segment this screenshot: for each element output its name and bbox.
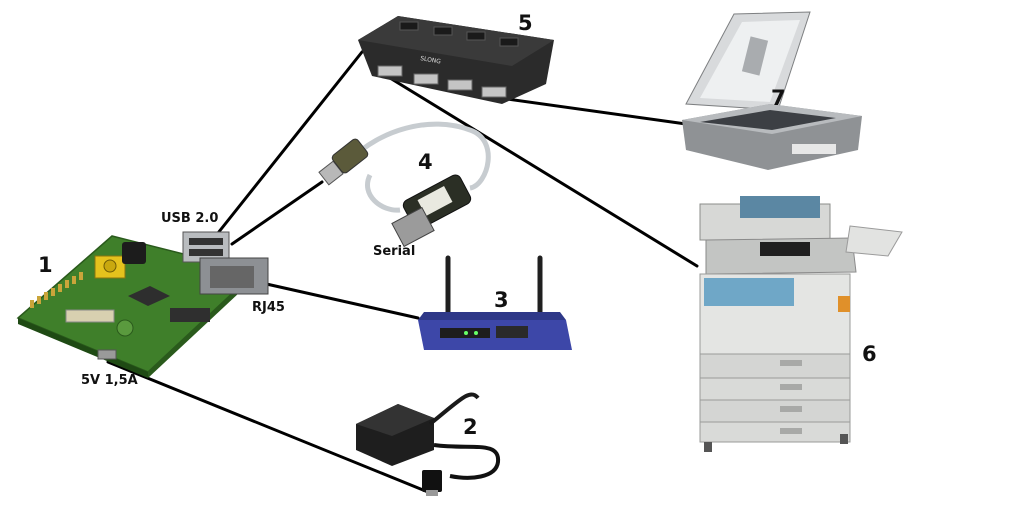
label-number-serial-adapter: 4 <box>418 150 433 174</box>
cable-pi-to-charger <box>106 360 430 494</box>
label-usb-port: USB 2.0 <box>161 211 219 226</box>
power-adapter-icon <box>356 392 501 496</box>
label-power-port: 5V 1,5A <box>81 373 138 388</box>
label-serial-port: Serial <box>373 244 416 259</box>
multifunction-printer-icon <box>699 196 903 452</box>
label-number-printer: 6 <box>862 342 877 366</box>
cable-pi-to-hub <box>216 50 364 235</box>
cable-pi-to-router <box>260 281 420 320</box>
label-number-scanner: 7 <box>771 86 786 110</box>
label-rj45-port: RJ45 <box>252 300 285 315</box>
flatbed-scanner-icon <box>682 11 862 170</box>
label-number-pi: 1 <box>38 253 53 277</box>
usb-hub-icon: SLONG <box>358 16 554 104</box>
cable-hub-to-printer <box>388 76 699 268</box>
label-number-router: 3 <box>494 288 509 312</box>
wifi-router-icon <box>418 255 572 350</box>
label-number-charger: 2 <box>463 415 478 439</box>
cable-hub-to-scanner <box>498 96 688 126</box>
cable-pi-to-serial-adapter <box>230 180 324 246</box>
cables <box>106 50 699 494</box>
svg-text:SLONG: SLONG <box>420 55 442 66</box>
raspberry-pi-board-icon <box>16 231 269 378</box>
label-number-usb-hub: 5 <box>518 11 533 35</box>
usb-serial-adapter-icon <box>318 121 491 248</box>
